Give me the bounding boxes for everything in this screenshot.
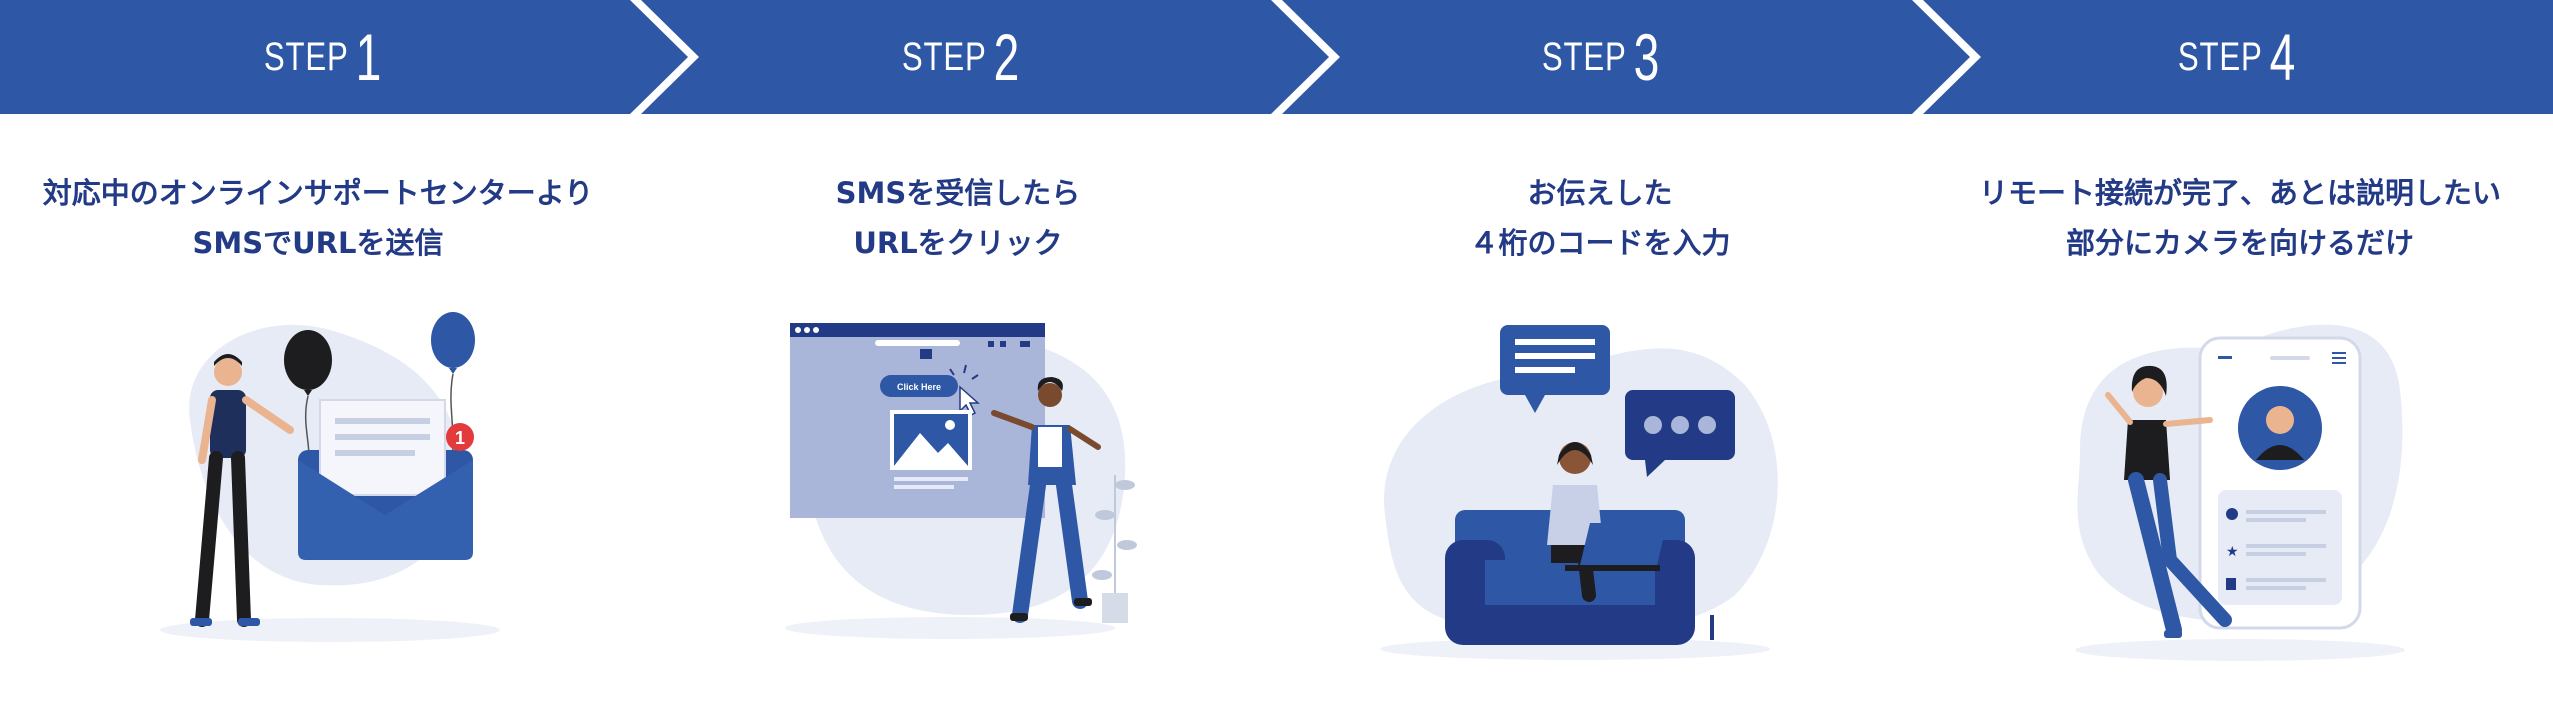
step2-caption: SMSを受信したら URLをクリック <box>648 168 1268 268</box>
smartphone-icon: ★ <box>2198 336 2362 630</box>
step2-number: 2 <box>994 20 1021 94</box>
step1-arrow <box>0 0 688 114</box>
step3-caption: お伝えした ４桁のコードを入力 <box>1290 168 1910 268</box>
woman-figure <box>991 377 1101 623</box>
step2-word: STEP <box>901 34 987 79</box>
step1-number: 1 <box>356 20 383 94</box>
cursor-icon <box>949 364 980 417</box>
notification-badge-count: 1 <box>455 428 465 448</box>
like-icon <box>2226 578 2236 590</box>
steps-banner <box>0 0 2553 114</box>
step3-number: 3 <box>1634 20 1661 94</box>
woman-figure <box>2105 365 2232 638</box>
step1-caption: 対応中のオンラインサポートセンターより SMSでURLを送信 <box>8 168 628 268</box>
click-here-label: Click Here <box>897 382 941 392</box>
notification-badge-icon: 1 <box>446 423 474 451</box>
chat-bubble-icon <box>1500 325 1610 413</box>
step1-label: STEP 1 <box>120 0 520 114</box>
star-icon: ★ <box>2226 544 2239 560</box>
laptop-icon <box>1565 523 1667 571</box>
step4-label: STEP 4 <box>2034 0 2434 114</box>
step3-caption-line2: ４桁のコードを入力 <box>1469 226 1731 260</box>
chat-bubble-icon <box>1625 390 1735 477</box>
step3-caption-line1: お伝えした <box>1527 176 1673 210</box>
step4-arrow <box>1923 0 2553 114</box>
step1-word: STEP <box>263 34 349 79</box>
step2-illustration: Click Here <box>785 323 1137 639</box>
step1-illustration: 1 <box>160 312 500 642</box>
step4-number: 4 <box>2270 20 2297 94</box>
step2-caption-line2: URLをクリック <box>853 226 1063 260</box>
man-figure <box>190 354 294 627</box>
plant-icon <box>1092 475 1137 623</box>
ground-shadow <box>785 617 1115 639</box>
step4-word: STEP <box>2177 34 2263 79</box>
step4-caption-line2: 部分にカメラを向けるだけ <box>2065 226 2414 260</box>
envelope-icon <box>298 399 473 560</box>
step3-label: STEP 3 <box>1398 0 1798 114</box>
step2-label: STEP 2 <box>758 0 1158 114</box>
step4-caption-line1: リモート接続が完了、あとは説明したい <box>1978 176 2501 210</box>
step3-illustration <box>1380 325 1778 660</box>
step1-caption-line2: SMSでURLを送信 <box>192 226 444 260</box>
step1-caption-line1: 対応中のオンラインサポートセンターより <box>42 176 594 210</box>
step3-arrow <box>1282 0 1970 114</box>
ground-shadow <box>2075 639 2405 661</box>
step2-caption-line1: SMSを受信したら <box>835 176 1081 210</box>
step4-illustration: ★ <box>2075 324 2405 661</box>
step2-arrow <box>641 0 1329 114</box>
image-icon <box>890 410 972 489</box>
click-here-button: Click Here <box>880 375 958 397</box>
step4-caption: リモート接続が完了、あとは説明したい 部分にカメラを向けるだけ <box>1930 168 2550 268</box>
step3-word: STEP <box>1541 34 1627 79</box>
